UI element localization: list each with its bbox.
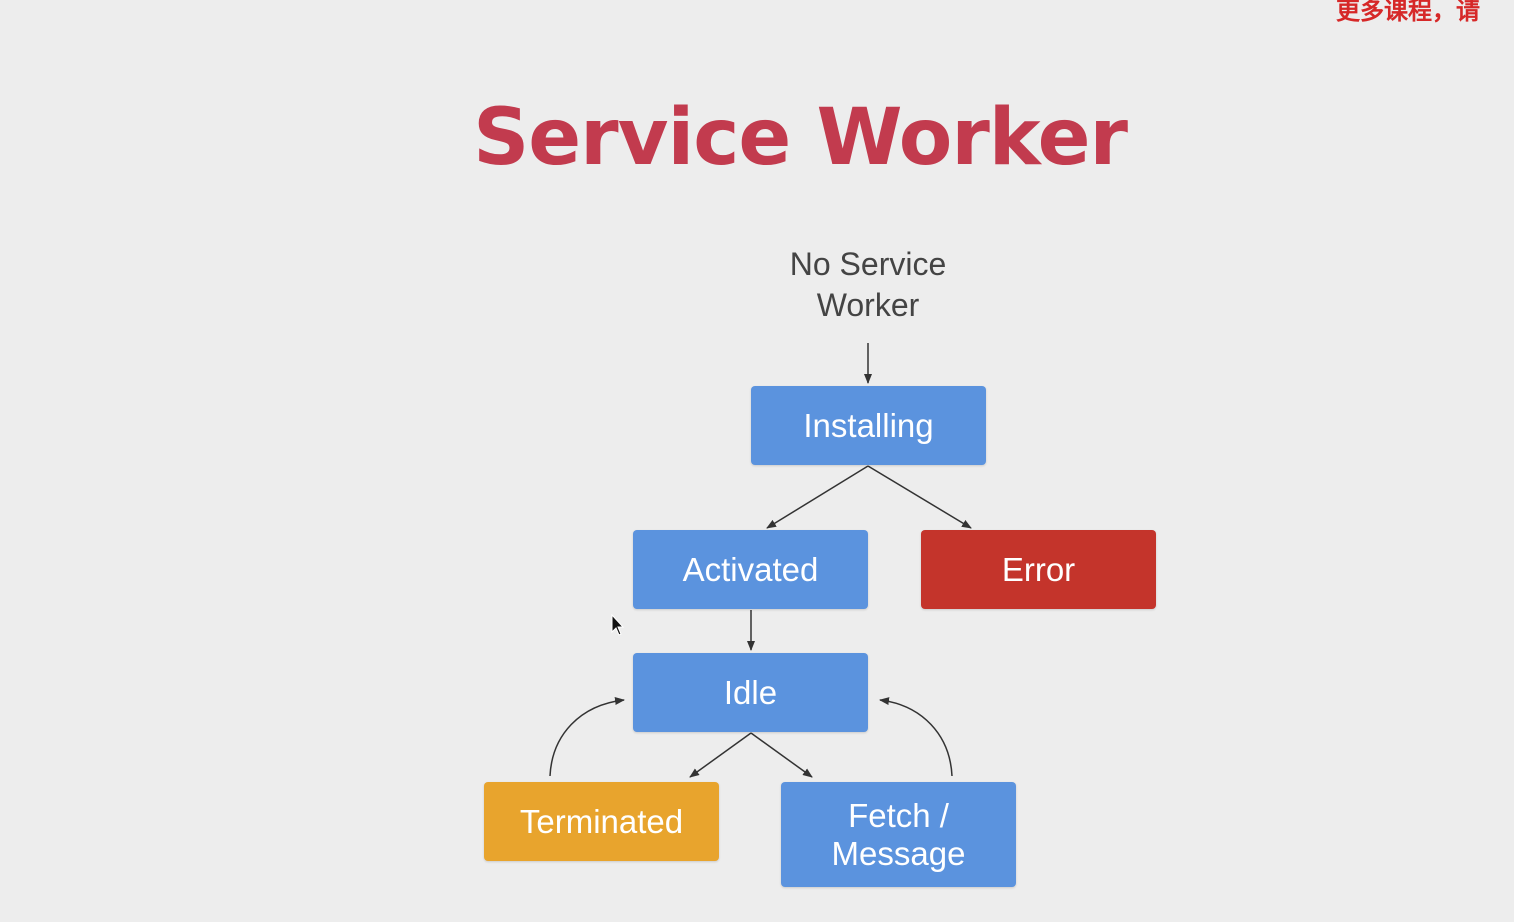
watermark-text: 更多课程，请 xyxy=(1336,0,1480,25)
start-state-label-line2: Worker xyxy=(816,287,920,323)
state-idle: Idle xyxy=(633,653,868,732)
arrow-idle-to-fetch xyxy=(750,732,813,778)
arrow-fetch-to-idle xyxy=(879,697,953,777)
state-error: Error xyxy=(921,530,1156,609)
arrow-installing-to-activated xyxy=(766,465,869,529)
state-terminated: Terminated xyxy=(484,782,719,861)
state-terminated-label: Terminated xyxy=(519,802,684,840)
state-fetch-message-label: Fetch / Message xyxy=(832,797,966,873)
state-fetch-message: Fetch / Message xyxy=(781,782,1016,887)
state-idle-label: Idle xyxy=(723,673,778,711)
start-state-label: No Service Worker xyxy=(768,244,968,326)
arrow-idle-to-terminated xyxy=(689,732,752,778)
state-installing: Installing xyxy=(751,386,986,465)
state-activated: Activated xyxy=(633,530,868,609)
state-fetch-line1: Fetch / xyxy=(848,796,949,834)
mouse-pointer-icon xyxy=(611,614,625,636)
slide-title: Service Worker xyxy=(473,93,1128,183)
state-installing-label: Installing xyxy=(803,406,934,444)
arrow-installing-to-error xyxy=(867,465,972,529)
state-activated-label: Activated xyxy=(682,550,819,588)
state-fetch-line2: Message xyxy=(831,834,966,872)
state-error-label: Error xyxy=(1001,550,1076,588)
arrow-terminated-to-idle xyxy=(549,697,625,777)
start-state-label-line1: No Service xyxy=(789,246,947,282)
